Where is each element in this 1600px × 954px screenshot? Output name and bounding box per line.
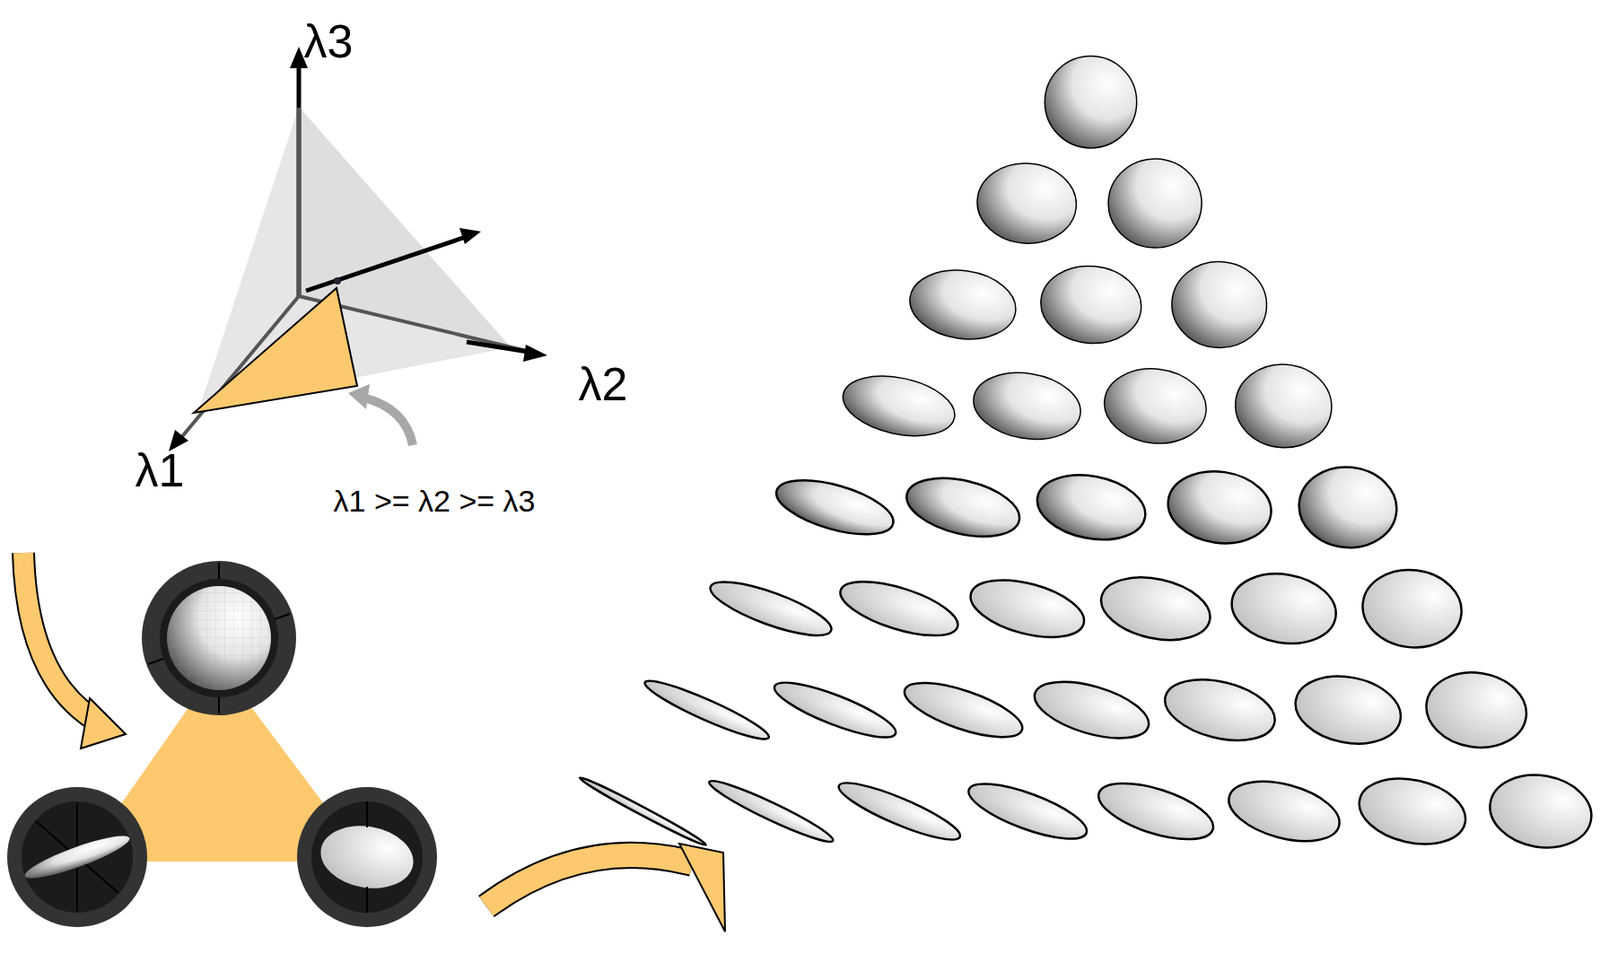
- tensor-ellipsoid: [1226, 566, 1342, 652]
- pointer-arrow: [363, 397, 413, 446]
- pointer-head: [348, 384, 370, 410]
- tensor-ellipsoid: [1170, 259, 1269, 350]
- tensor-ellipsoid: [1294, 462, 1400, 552]
- tensor-ellipsoid: [1158, 669, 1281, 751]
- tensor-ellipsoid: [1484, 767, 1598, 856]
- tensor-ellipsoid: [1031, 466, 1152, 549]
- tensor-ellipsoid: [968, 365, 1085, 447]
- tensor-ellipsoid: [964, 569, 1091, 648]
- tensor-ellipsoid: [1092, 771, 1220, 851]
- tensor-ellipsoid: [1222, 770, 1347, 852]
- tensor-ellipsoid: [1107, 157, 1203, 250]
- tensor-ellipsoid: [1421, 665, 1532, 755]
- axis-label: λ3: [304, 17, 354, 65]
- tensor-ellipsoid: [577, 774, 709, 849]
- tensor-ellipsoid: [1358, 564, 1467, 654]
- tensor-ellipsoid: [705, 774, 837, 849]
- tensor-ellipsoid: [1289, 667, 1407, 752]
- axis-inner: [297, 107, 301, 297]
- axis-label: λ1: [135, 446, 185, 494]
- tensor-ellipsoid: [833, 773, 965, 849]
- flow-arrow-outline: [486, 855, 693, 907]
- isotropic-axis: [306, 236, 469, 291]
- tensor-ellipsoid: [900, 468, 1026, 547]
- arrow-head: [459, 227, 481, 245]
- oblate-glyph: [297, 786, 438, 927]
- origin-dot: [333, 277, 341, 285]
- tensor-ellipsoid: [1232, 360, 1335, 451]
- arrow-head: [523, 344, 548, 362]
- axis-label: λ2: [578, 360, 629, 408]
- axis-l3: [297, 55, 302, 297]
- tensor-ellipsoid: [1037, 262, 1146, 349]
- tensor-ellipsoid: [974, 159, 1079, 246]
- flow-arrow-head: [679, 843, 726, 932]
- sphere-glyph: [141, 560, 297, 716]
- flow-arrow-head: [80, 698, 126, 749]
- tensor-ellipsoid: [1044, 55, 1137, 148]
- ellipsoid-triangle: [577, 55, 1598, 856]
- tensor-ellipsoid: [898, 672, 1028, 749]
- tensor-ellipsoid: [770, 469, 900, 545]
- tensor-ellipsoid: [1162, 464, 1277, 551]
- tensor-ellipsoid: [962, 772, 1093, 849]
- tensor-ellipsoid: [905, 263, 1021, 346]
- ordered-region: [193, 288, 358, 413]
- tensor-ellipsoid: [834, 570, 964, 647]
- tensor-ellipsoid: [705, 571, 838, 647]
- flow-arrow: [486, 855, 693, 907]
- ordering-note: λ1 >= λ2 >= λ3: [333, 485, 536, 516]
- tensor-ellipsoid: [1028, 670, 1155, 749]
- prolate-glyph: [7, 786, 148, 927]
- tensor-ellipsoid: [769, 673, 901, 748]
- tensor-ellipsoid: [1094, 568, 1216, 650]
- axis-l2-tip: [466, 341, 534, 353]
- tensor-ellipsoid: [1100, 363, 1211, 450]
- tensor-ellipsoid: [640, 673, 773, 747]
- eigen-plane: [199, 106, 511, 409]
- tensor-ellipsoid: [837, 367, 961, 446]
- tensor-ellipsoid: [1353, 769, 1472, 854]
